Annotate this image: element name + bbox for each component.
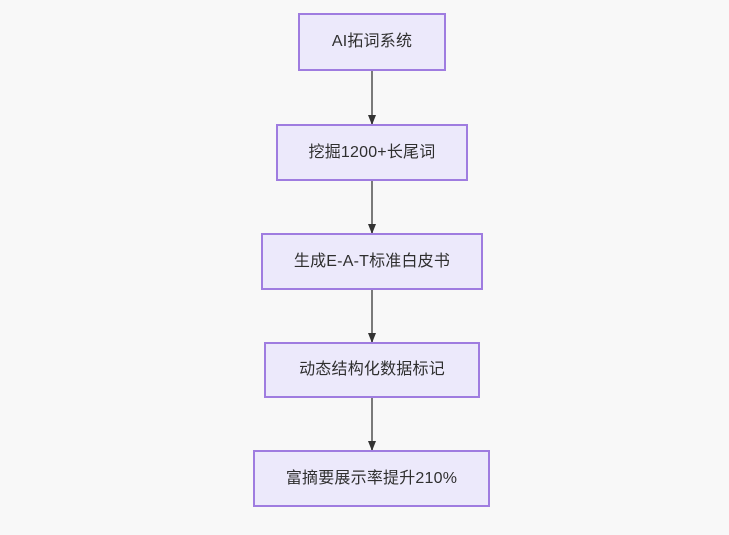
flow-node-ai-keyword-system[interactable]: AI拓词系统 <box>298 13 446 71</box>
flow-node-label: 挖掘1200+长尾词 <box>308 143 436 161</box>
flow-node-label: 生成E-A-T标准白皮书 <box>293 252 451 270</box>
flow-node-label: AI拓词系统 <box>331 33 413 51</box>
flow-node-mine-longtail-keywords[interactable]: 挖掘1200+长尾词 <box>276 124 468 181</box>
flow-node-generate-eat-whitepaper[interactable]: 生成E-A-T标准白皮书 <box>261 233 483 290</box>
flow-node-rich-snippet-impression-uplift[interactable]: 富摘要展示率提升210% <box>253 450 490 507</box>
flow-node-label: 动态结构化数据标记 <box>299 361 445 379</box>
flow-node-label: 富摘要展示率提升210% <box>285 469 458 487</box>
flow-node-dynamic-structured-data-markup[interactable]: 动态结构化数据标记 <box>264 342 480 398</box>
